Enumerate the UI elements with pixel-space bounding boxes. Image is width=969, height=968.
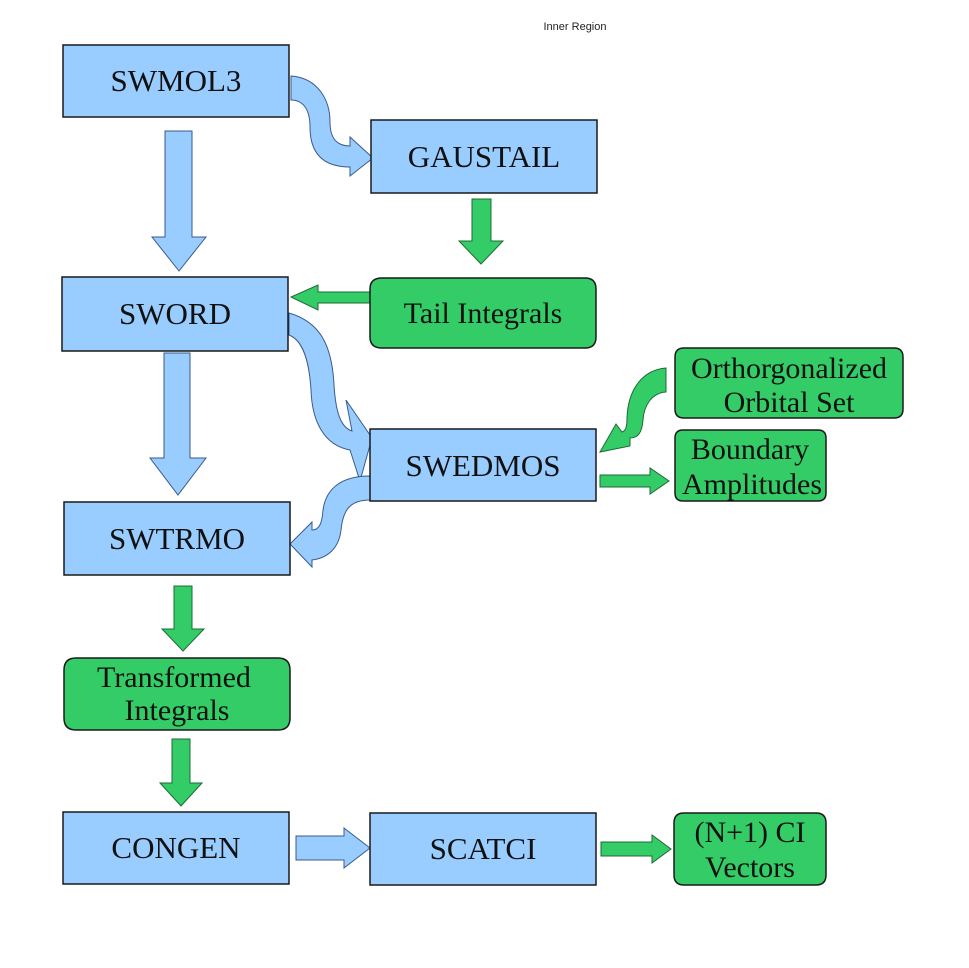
- program-boxes-layer: SWMOL3 GAUSTAIL SWORD SWEDMOS SWTRMO CON…: [61, 44, 598, 886]
- arrow-scatci-to-civectors: [600, 834, 672, 864]
- arrow-gaustail-to-tail: [457, 198, 505, 265]
- label-transformed-line2: Integrals: [125, 694, 230, 727]
- node-ci-vectors: (N+1) CI Vectors: [673, 812, 827, 886]
- diagram-title: Inner Region: [543, 21, 607, 33]
- label-orthogonalized-line2: Orbital Set: [724, 386, 855, 419]
- node-swtrmo: SWTRMO: [63, 501, 291, 576]
- data-boxes-layer: Tail Integrals Orthorgonalized Orbital S…: [63, 277, 904, 886]
- label-congen: CONGEN: [111, 830, 240, 865]
- arrow-transformed-to-congen: [158, 738, 204, 807]
- label-ci-vectors-line2: Vectors: [705, 851, 795, 884]
- node-tail-integrals: Tail Integrals: [369, 277, 597, 349]
- node-boundary-amplitudes: Boundary Amplitudes: [674, 429, 827, 502]
- label-boundary-line2: Amplitudes: [682, 468, 822, 501]
- node-scatci: SCATCI: [369, 812, 597, 886]
- label-tail-integrals: Tail Integrals: [404, 297, 563, 330]
- node-swmol3: SWMOL3: [62, 44, 290, 118]
- label-scatci: SCATCI: [430, 831, 537, 866]
- arrow-congen-to-scatci: [295, 826, 371, 870]
- label-swedmos: SWEDMOS: [405, 448, 560, 483]
- arrow-swedmos-to-boundary: [599, 467, 670, 495]
- label-transformed-line1: Transformed: [97, 661, 251, 694]
- node-congen: CONGEN: [62, 811, 290, 885]
- arrow-swedmos-to-swtrmo: [289, 475, 371, 569]
- arrow-orthogonalized-to-swedmos: [599, 367, 667, 453]
- label-sword: SWORD: [119, 296, 231, 331]
- arrow-sword-to-swedmos: [288, 312, 373, 483]
- arrow-swmol3-to-gaustail: [290, 75, 374, 178]
- label-ci-vectors-line1: (N+1) CI: [694, 816, 805, 849]
- node-transformed-integrals: Transformed Integrals: [63, 657, 291, 731]
- node-gaustail: GAUSTAIL: [370, 119, 598, 194]
- label-swmol3: SWMOL3: [111, 63, 242, 98]
- arrow-swmol3-to-sword: [150, 130, 208, 272]
- node-sword: SWORD: [61, 276, 289, 352]
- node-swedmos: SWEDMOS: [369, 428, 597, 502]
- arrows-layer: [148, 75, 672, 870]
- arrow-sword-to-swtrmo: [148, 352, 208, 496]
- node-orthogonalized-orbital-set: Orthorgonalized Orbital Set: [674, 347, 904, 419]
- label-gaustail: GAUSTAIL: [408, 139, 561, 174]
- arrow-swtrmo-to-transformed: [160, 585, 206, 652]
- label-swtrmo: SWTRMO: [109, 521, 245, 556]
- arrow-tail-to-sword: [289, 284, 372, 311]
- label-orthogonalized-line1: Orthorgonalized: [691, 352, 887, 385]
- label-boundary-line1: Boundary: [691, 433, 809, 466]
